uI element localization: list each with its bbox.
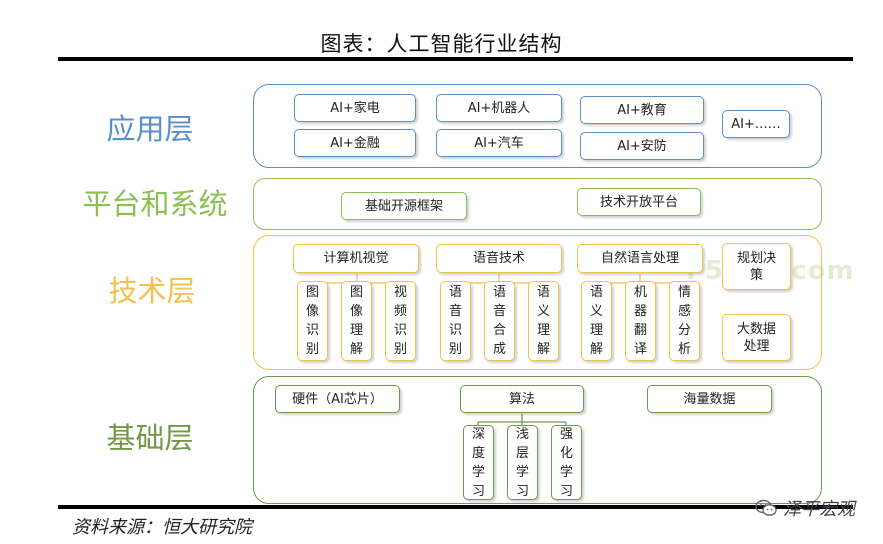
layer-label-application: 应用层 bbox=[106, 112, 194, 146]
brand-name: 泽平宏观 bbox=[783, 499, 855, 520]
tech-item-video-recognition: 视频识别 bbox=[385, 281, 416, 361]
top-rule bbox=[58, 57, 853, 61]
tech-group-nlp: 自然语言处理 bbox=[577, 244, 703, 273]
tech-item-speech-synthesis: 语音合成 bbox=[484, 281, 515, 361]
algorithm-item-reinforcement-learning: 强化学习 bbox=[551, 425, 582, 500]
app-item-auto: AI+汽车 bbox=[436, 129, 562, 157]
app-item-security: AI+安防 bbox=[580, 132, 704, 160]
platform-item-open-framework: 基础开源框架 bbox=[341, 192, 467, 220]
algorithm-item-shallow-learning: 浅层学习 bbox=[507, 425, 538, 500]
tech-item-semantic-understanding: 语义理解 bbox=[528, 281, 559, 361]
technology-panel bbox=[253, 235, 822, 370]
tech-item-big-data-processing: 大数据处理 bbox=[722, 314, 791, 361]
app-item-finance: AI+金融 bbox=[294, 129, 416, 157]
tech-item-machine-translation: 机器翻译 bbox=[625, 281, 656, 361]
wechat-icon bbox=[755, 499, 777, 516]
app-item-home-appliance: AI+家电 bbox=[294, 94, 416, 122]
tech-item-sentiment-analysis: 情感分析 bbox=[669, 281, 700, 361]
platform-item-open-platform: 技术开放平台 bbox=[577, 188, 701, 216]
foundation-panel bbox=[253, 376, 822, 504]
tech-item-image-understanding: 图像理解 bbox=[341, 281, 372, 361]
tech-group-computer-vision: 计算机视觉 bbox=[293, 244, 419, 273]
foundation-item-massive-data: 海量数据 bbox=[647, 385, 772, 413]
tech-group-speech: 语音技术 bbox=[436, 244, 562, 273]
page-title: 图表：人工智能行业结构 bbox=[320, 32, 563, 56]
source-note: 资料来源：恒大研究院 bbox=[72, 517, 252, 538]
foundation-item-algorithm: 算法 bbox=[460, 385, 584, 413]
layer-label-platform: 平台和系统 bbox=[82, 187, 228, 221]
tech-item-speech-recognition: 语音识别 bbox=[440, 281, 471, 361]
tech-item-planning-decision: 规划决策 bbox=[722, 243, 791, 290]
tech-item-image-recognition: 图像识别 bbox=[297, 281, 328, 361]
layer-label-foundation: 基础层 bbox=[106, 421, 194, 455]
app-item-more: AI+…… bbox=[722, 110, 790, 138]
algorithm-item-deep-learning: 深度学习 bbox=[463, 425, 494, 500]
tech-item-nlp-semantic: 语义理解 bbox=[581, 281, 612, 361]
app-item-robot: AI+机器人 bbox=[436, 94, 562, 122]
layer-label-technology: 技术层 bbox=[108, 274, 196, 308]
bottom-rule bbox=[58, 505, 853, 509]
application-panel bbox=[253, 84, 822, 168]
app-item-education: AI+教育 bbox=[580, 96, 704, 124]
platform-panel bbox=[253, 178, 822, 230]
brand: 泽平宏观 bbox=[755, 495, 855, 521]
foundation-item-hardware: 硬件（AI芯片） bbox=[275, 385, 400, 413]
